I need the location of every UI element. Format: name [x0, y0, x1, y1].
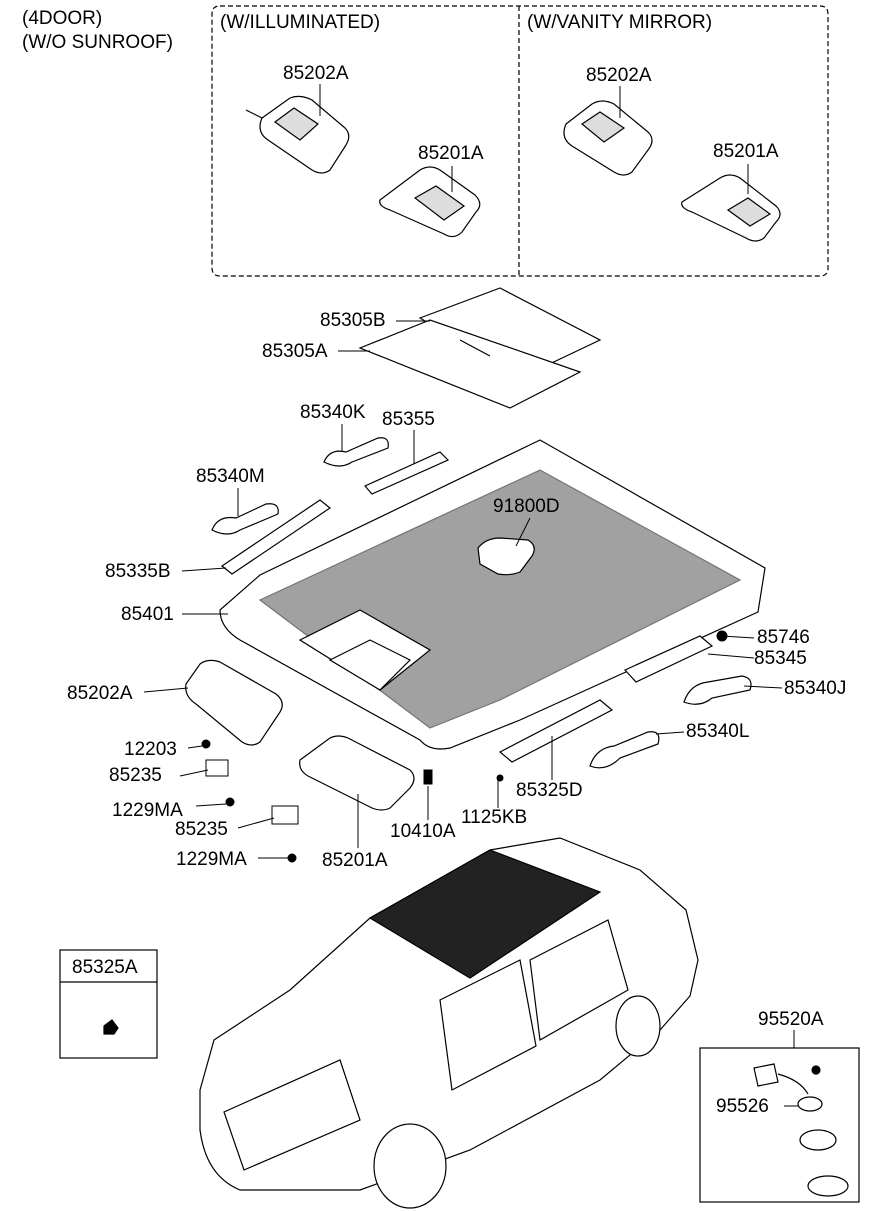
part-label: 85202A [586, 65, 652, 86]
headliner [219, 439, 766, 750]
grab-handle-85340L [589, 731, 660, 769]
leader-lines [143, 84, 804, 1107]
bracket-85325D [498, 699, 614, 763]
part-label: 85355 [382, 409, 435, 430]
part-label: 12203 [124, 739, 177, 760]
part-label: 85746 [757, 627, 810, 648]
part-label: 85201A [322, 850, 388, 871]
part-label: 85335B [105, 561, 171, 582]
roof-pads [358, 287, 602, 409]
grab-handle-85340K [323, 437, 389, 467]
option-box [211, 5, 829, 277]
grab-handle-85340M [211, 503, 279, 535]
part-label: 85340J [784, 678, 847, 699]
car-illustration [199, 837, 699, 1209]
box-title-illuminated: (W/ILLUMINATED) [220, 12, 381, 33]
sunvisor-vanity-85202A [563, 100, 653, 176]
sunvisor-vanity-85201A [681, 174, 781, 242]
part-label: 85235 [109, 765, 162, 786]
part-label: 91800D [493, 496, 560, 517]
inset-box-85325A [59, 949, 158, 1059]
sunvisor-85202A [185, 659, 283, 746]
header-line1: (4DOOR) [22, 8, 103, 29]
part-label: 85235 [175, 819, 228, 840]
inset-title-95520A: 95520A [758, 1009, 824, 1030]
sunvisor-85201A [299, 735, 415, 811]
part-label: 85201A [418, 143, 484, 164]
part-label: 85305A [262, 341, 328, 362]
part-label: 1229MA [176, 849, 247, 870]
header-line2: (W/O SUNROOF) [22, 32, 173, 53]
part-label: 95526 [716, 1096, 769, 1117]
grab-handle-85340J [683, 675, 752, 705]
part-label: 85202A [283, 63, 349, 84]
sunvisor-illuminated-85201A [379, 166, 481, 238]
part-label: 85340M [196, 466, 265, 487]
sunvisor-illuminated-85202A [245, 95, 350, 174]
part-label: 10410A [390, 821, 456, 842]
inset-title-85325A: 85325A [72, 957, 138, 978]
part-label: 85345 [754, 648, 807, 669]
box-title-vanity-mirror: (W/VANITY MIRROR) [527, 12, 713, 33]
part-label: 85340K [300, 402, 366, 423]
bracket-85355 [364, 451, 450, 495]
bracket-85335B [220, 499, 332, 575]
part-label: 1125KB [461, 807, 528, 828]
inset-box-95520A [699, 1047, 860, 1203]
part-label: 85201A [713, 141, 779, 162]
part-label: 85401 [121, 604, 174, 625]
part-label: 85340L [686, 721, 750, 742]
part-label: 85202A [67, 683, 133, 704]
part-label: 85325D [516, 780, 583, 801]
part-label: 1229MA [112, 800, 183, 821]
bracket-85345 [623, 635, 714, 683]
part-label: 85305B [320, 310, 386, 331]
